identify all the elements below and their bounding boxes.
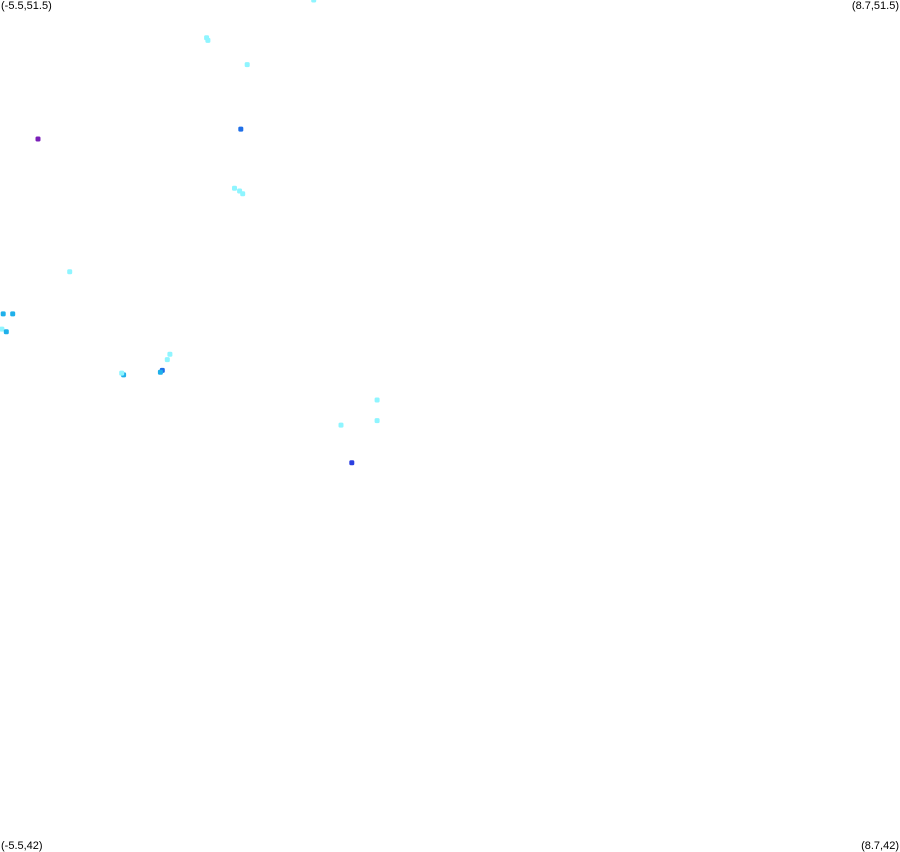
map-point-light[interactable] — [374, 397, 380, 403]
map-point-outlier[interactable] — [35, 136, 41, 142]
map-point-light[interactable] — [167, 351, 173, 357]
corner-label-bottom-left: (-5.5,42) — [1, 840, 43, 852]
corner-label-top-right: (8.7,51.5) — [851, 0, 899, 12]
map-point-light[interactable] — [0, 326, 5, 332]
map-point-light[interactable] — [374, 418, 380, 424]
map-point-light[interactable] — [311, 0, 317, 3]
map-point-light[interactable] — [67, 269, 73, 275]
map-point-light[interactable] — [232, 185, 237, 191]
map-point-strong[interactable] — [238, 126, 244, 132]
corner-label-bottom-right: (8.7,42) — [861, 840, 899, 852]
map-point-medium[interactable] — [10, 311, 16, 317]
map-point-light[interactable] — [164, 357, 170, 363]
map-point-light[interactable] — [240, 191, 246, 197]
map-point-medium[interactable] — [3, 329, 9, 335]
corner-label-top-left: (-5.5,51.5) — [1, 0, 52, 12]
map-point-light[interactable] — [205, 37, 211, 43]
map-point-deep[interactable] — [349, 460, 355, 466]
map-point-light[interactable] — [338, 422, 344, 428]
map-point-light[interactable] — [119, 370, 125, 376]
points-layer — [0, 0, 380, 466]
map-point-medium[interactable] — [0, 311, 6, 317]
map-point-light[interactable] — [244, 62, 250, 68]
map-point-medium[interactable] — [157, 369, 163, 375]
